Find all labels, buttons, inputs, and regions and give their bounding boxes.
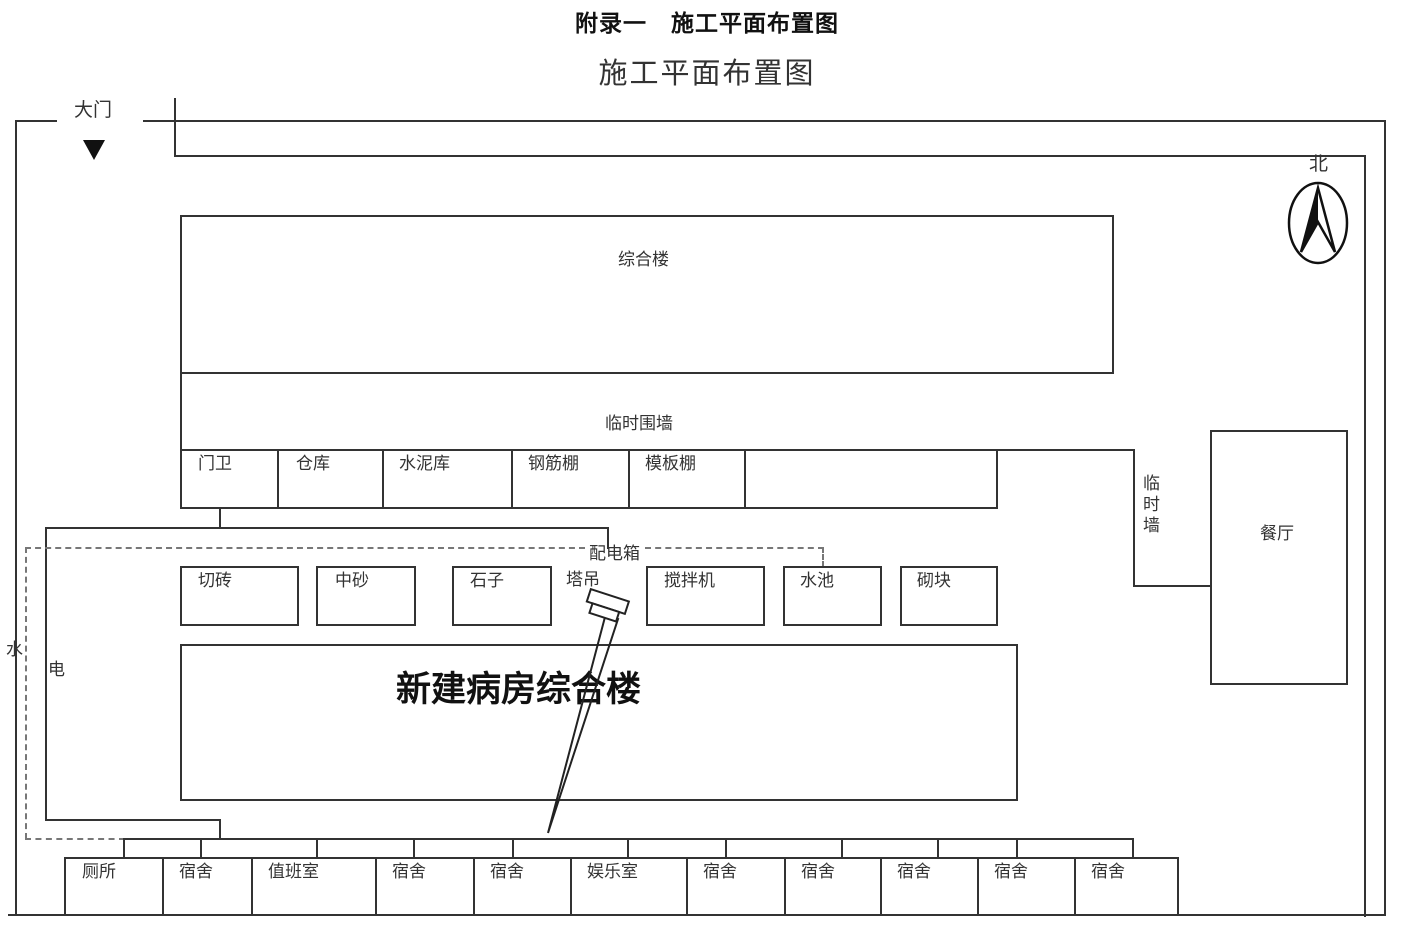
dorm-label: 娱乐室 xyxy=(587,862,638,882)
dorm-label: 宿舍 xyxy=(703,862,737,882)
yard-mixer xyxy=(646,566,765,626)
gate-arrow-icon xyxy=(83,140,105,160)
site-boundary-east xyxy=(1384,120,1386,916)
dorm-connector xyxy=(841,838,843,858)
dorm-label: 宿舍 xyxy=(392,862,426,882)
shed-empty xyxy=(744,449,998,509)
power-line-top xyxy=(45,527,609,529)
dorm-connector xyxy=(123,838,125,858)
water-line-to-pool xyxy=(822,547,824,567)
yard-label: 水池 xyxy=(800,571,834,591)
yard-gravel xyxy=(452,566,552,626)
dorm-unit xyxy=(162,857,253,916)
dorm-connector xyxy=(316,838,318,858)
site-boundary-north xyxy=(143,120,1386,122)
dorm-connector xyxy=(937,838,939,858)
main-building xyxy=(180,644,1018,801)
temp-wall-label: 临时围墙 xyxy=(605,414,673,434)
dorm-unit xyxy=(686,857,786,916)
dorm-label: 宿舍 xyxy=(490,862,524,882)
power-line-bottom xyxy=(45,819,221,821)
temp-wall-left xyxy=(180,373,182,451)
water-line-bottom xyxy=(25,838,125,840)
dorm-connector xyxy=(200,838,202,858)
yard-label: 石子 xyxy=(470,571,504,591)
temp-wall-vertical-label: 临时墙 xyxy=(1139,474,1159,537)
tower-crane-label: 塔吊 xyxy=(566,570,600,590)
compass-north-label: 北 xyxy=(1309,153,1329,175)
canteen xyxy=(1210,430,1348,685)
yard-water-pool xyxy=(783,566,882,626)
main-building-label: 新建病房综合楼 xyxy=(396,670,642,710)
yard-label: 中砂 xyxy=(335,571,369,591)
power-line-up xyxy=(219,819,221,838)
dorm-unit xyxy=(570,857,688,916)
dorm-label: 值班室 xyxy=(268,862,319,882)
yard-brick-cutting xyxy=(180,566,299,626)
temp-wall-east xyxy=(1133,449,1135,586)
dorm-connector xyxy=(413,838,415,858)
water-line-label: 水 xyxy=(6,640,23,660)
shed-rebar xyxy=(511,449,630,509)
power-line-west xyxy=(45,527,47,820)
distribution-box-label: 配电箱 xyxy=(589,544,640,564)
power-line-label: 电 xyxy=(48,660,65,680)
dorm-connector xyxy=(1016,838,1018,858)
complex-building xyxy=(180,215,1114,374)
power-line-to-box xyxy=(607,527,609,549)
dorm-label: 宿舍 xyxy=(994,862,1028,882)
dorm-label: 厕所 xyxy=(82,862,116,882)
north-arrow-icon xyxy=(1287,181,1349,265)
shed-warehouse xyxy=(277,449,384,509)
shed-label: 仓库 xyxy=(296,454,330,474)
water-line-top-left xyxy=(25,547,585,549)
dorm-unit xyxy=(977,857,1076,916)
dorm-label: 宿舍 xyxy=(897,862,931,882)
shed-label: 水泥库 xyxy=(399,454,450,474)
diagram-title: 施工平面布置图 xyxy=(598,56,816,90)
dorm-unit xyxy=(1074,857,1179,916)
site-boundary-west xyxy=(15,120,17,916)
tower-crane-icon xyxy=(547,587,631,834)
yard-label: 切砖 xyxy=(198,571,232,591)
shed-label: 门卫 xyxy=(198,454,232,474)
dorm-label: 宿舍 xyxy=(179,862,213,882)
yard-label: 搅拌机 xyxy=(664,571,715,591)
complex-building-label: 综合楼 xyxy=(618,250,669,270)
dorm-unit xyxy=(784,857,882,916)
dorm-connector xyxy=(512,838,514,858)
dorm-label: 宿舍 xyxy=(1091,862,1125,882)
dorm-unit xyxy=(251,857,377,916)
shed-label: 模板棚 xyxy=(645,454,696,474)
yard-medium-sand xyxy=(316,566,416,626)
power-line-drop xyxy=(219,508,221,528)
canteen-label: 餐厅 xyxy=(1260,524,1294,544)
site-boundary-north-left xyxy=(15,120,57,122)
yard-blocks xyxy=(900,566,998,626)
dorm-connector xyxy=(627,838,629,858)
dorm-unit xyxy=(64,857,164,916)
gate-label: 大门 xyxy=(74,99,113,121)
appendix-title: 附录一 施工平面布置图 xyxy=(575,11,839,37)
dorm-label: 宿舍 xyxy=(801,862,835,882)
shed-label: 钢筋棚 xyxy=(528,454,579,474)
inner-boundary-north xyxy=(174,155,1366,157)
gate-post xyxy=(174,98,176,156)
dorm-unit xyxy=(880,857,979,916)
water-line-top-right xyxy=(645,547,824,549)
water-line-west xyxy=(25,547,27,839)
yard-label: 砌块 xyxy=(917,571,951,591)
dorm-connector xyxy=(725,838,727,858)
temp-wall-to-canteen xyxy=(1133,585,1211,587)
dorm-connector xyxy=(1132,838,1134,858)
inner-boundary-east xyxy=(1364,155,1366,917)
